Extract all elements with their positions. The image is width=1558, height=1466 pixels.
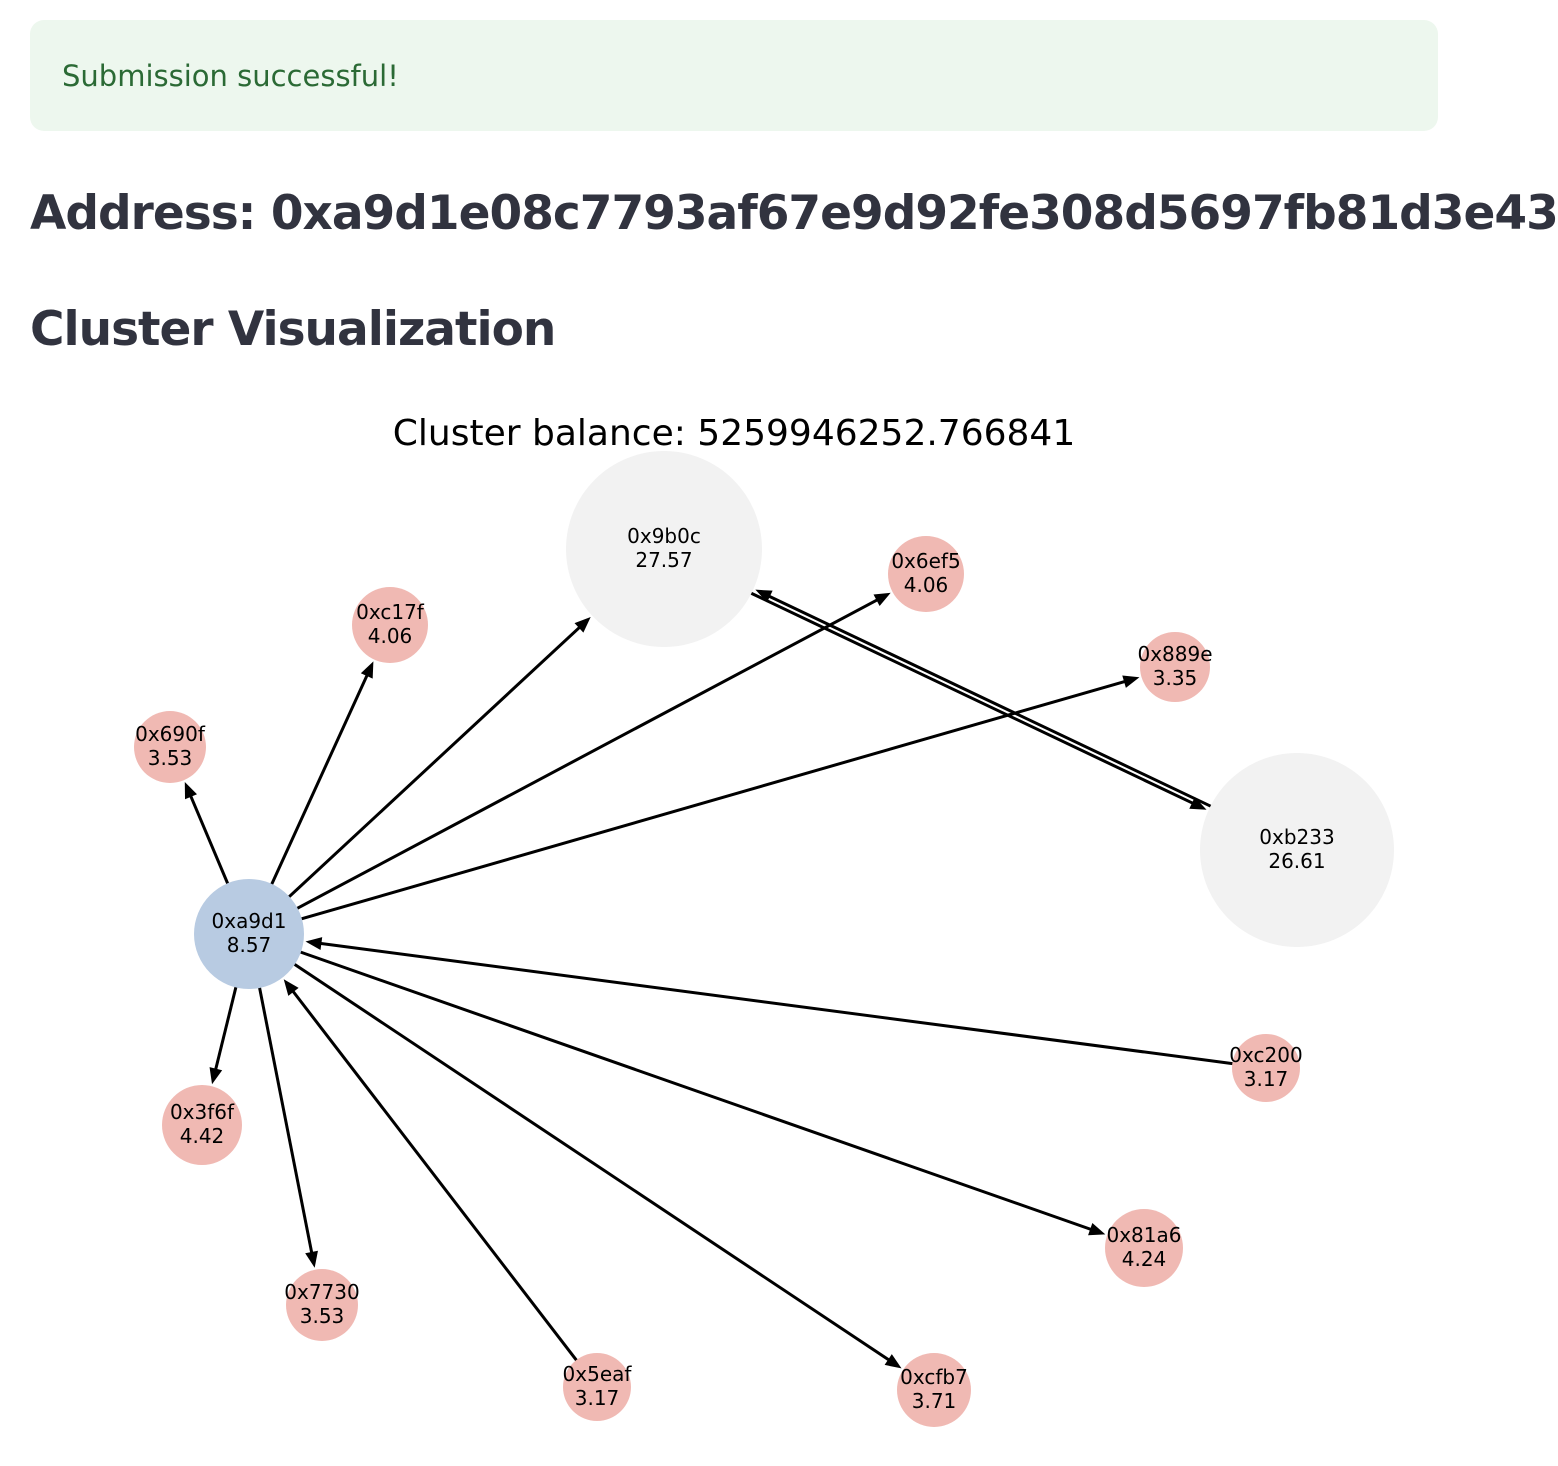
node-id-label: 0xcfb7	[900, 1365, 968, 1389]
node-value-label: 3.71	[912, 1389, 957, 1413]
node-circle-0xc200[interactable]	[1232, 1034, 1300, 1102]
arrowhead-0xc200-to-0xa9d1	[305, 937, 323, 950]
node-id-label: 0xa9d1	[212, 909, 287, 933]
node-circle-0x9b0c[interactable]	[566, 451, 762, 647]
node-circle-0xcfb7[interactable]	[897, 1353, 971, 1427]
arrowhead-0xa9d1-to-0xc17f	[360, 661, 374, 679]
edge-0xa9d1-to-0x690f	[187, 790, 231, 888]
node-value-label: 3.35	[1153, 666, 1198, 690]
edge-0xa9d1-to-0x9b0c	[285, 622, 585, 901]
edge-0xa9d1-to-0x889e	[297, 678, 1131, 922]
chart-title: Cluster balance: 5259946252.766841	[393, 413, 1075, 454]
node-value-label: 27.57	[635, 548, 692, 572]
arrowhead-0xb233-to-0x9b0c	[755, 589, 773, 603]
edge-0xa9d1-to-0xcfb7	[290, 961, 895, 1365]
node-circle-0x690f[interactable]	[134, 711, 206, 783]
arrowhead-0xa9d1-to-0xcfb7	[884, 1354, 902, 1369]
arrowhead-0xa9d1-to-0x81a6	[1088, 1222, 1106, 1236]
node-circle-0xa9d1[interactable]	[194, 879, 304, 989]
node-id-label: 0xc17f	[356, 600, 425, 624]
node-value-label: 26.61	[1268, 849, 1325, 873]
edges-layer	[184, 589, 1237, 1369]
edge-0xa9d1-to-0xc17f	[268, 669, 371, 889]
node-value-label: 4.06	[904, 573, 949, 597]
node-value-label: 4.06	[368, 624, 413, 648]
node-circle-0x6ef5[interactable]	[888, 536, 964, 612]
edge-0xb233-to-0x9b0c	[763, 592, 1215, 810]
node-value-label: 3.53	[300, 1304, 345, 1328]
nodes-layer: 0xa9d18.570x9b0c27.570xb23326.610x6ef54.…	[134, 451, 1394, 1427]
node-circle-0x3f6f[interactable]	[162, 1085, 242, 1165]
node-value-label: 3.17	[575, 1386, 620, 1410]
node-id-label: 0x81a6	[1107, 1223, 1182, 1247]
arrowhead-0xa9d1-to-0x6ef5	[873, 592, 891, 607]
arrowhead-0xa9d1-to-0x3f6f	[209, 1067, 223, 1085]
arrowhead-0xa9d1-to-0x889e	[1122, 675, 1140, 688]
node-id-label: 0x7730	[284, 1280, 359, 1304]
edge-0xa9d1-to-0x81a6	[296, 949, 1097, 1233]
node-id-label: 0x690f	[135, 722, 206, 746]
node-value-label: 8.57	[227, 933, 272, 957]
edge-0x5eaf-to-0xa9d1	[288, 986, 580, 1365]
node-value-label: 3.53	[148, 746, 193, 770]
node-id-label: 0x889e	[1137, 642, 1212, 666]
node-id-label: 0x3f6f	[170, 1100, 235, 1124]
edge-0xa9d1-to-0x7730	[257, 983, 315, 1259]
address-heading: Address: 0xa9d1e08c7793af67e9d92fe308d56…	[30, 186, 1558, 241]
node-circle-0xc17f[interactable]	[352, 587, 428, 663]
node-circle-0x81a6[interactable]	[1105, 1209, 1183, 1287]
node-circle-0x7730[interactable]	[286, 1269, 358, 1341]
node-value-label: 4.42	[180, 1124, 225, 1148]
node-id-label: 0xb233	[1259, 825, 1334, 849]
edge-0x9b0c-to-0xb233	[747, 590, 1199, 807]
node-value-label: 3.17	[1244, 1067, 1289, 1091]
node-id-label: 0x5eaf	[563, 1362, 633, 1386]
node-id-label: 0xc200	[1229, 1043, 1302, 1067]
cluster-graph: Cluster balance: 5259946252.766841 0xa9d…	[134, 413, 1394, 1427]
cluster-visualization-heading: Cluster Visualization	[30, 302, 556, 357]
node-id-label: 0x6ef5	[891, 549, 960, 573]
edge-0xa9d1-to-0x3f6f	[212, 983, 239, 1075]
node-circle-0x889e[interactable]	[1140, 632, 1210, 702]
edge-0xa9d1-to-0x6ef5	[293, 596, 883, 912]
node-circle-0x5eaf[interactable]	[563, 1353, 631, 1421]
success-message: Submission successful!	[62, 58, 399, 93]
node-circle-0xb233[interactable]	[1200, 753, 1394, 947]
node-value-label: 4.24	[1122, 1247, 1167, 1271]
arrowhead-0xa9d1-to-0x9b0c	[574, 617, 591, 633]
arrowhead-0xa9d1-to-0x690f	[184, 782, 198, 800]
success-alert: Submission successful!	[30, 20, 1438, 131]
arrowhead-0xa9d1-to-0x7730	[305, 1250, 318, 1268]
edge-0xc200-to-0xa9d1	[315, 941, 1237, 1066]
arrowhead-0x5eaf-to-0xa9d1	[283, 979, 299, 996]
node-id-label: 0x9b0c	[627, 524, 701, 548]
arrowhead-0x9b0c-to-0xb233	[1189, 797, 1207, 810]
